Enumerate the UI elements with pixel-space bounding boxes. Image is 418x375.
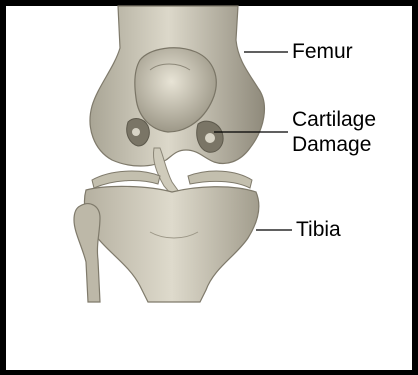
tibia-label: Tibia	[296, 218, 341, 242]
meniscus-left	[92, 171, 160, 188]
tibia-bone	[84, 186, 258, 302]
cartilage-label-line1: Cartilage	[292, 108, 376, 132]
cartilage-label-line2: Damage	[292, 133, 371, 157]
fibula-bone	[74, 204, 100, 302]
meniscus-right	[188, 171, 252, 188]
femur-label: Femur	[292, 40, 353, 64]
